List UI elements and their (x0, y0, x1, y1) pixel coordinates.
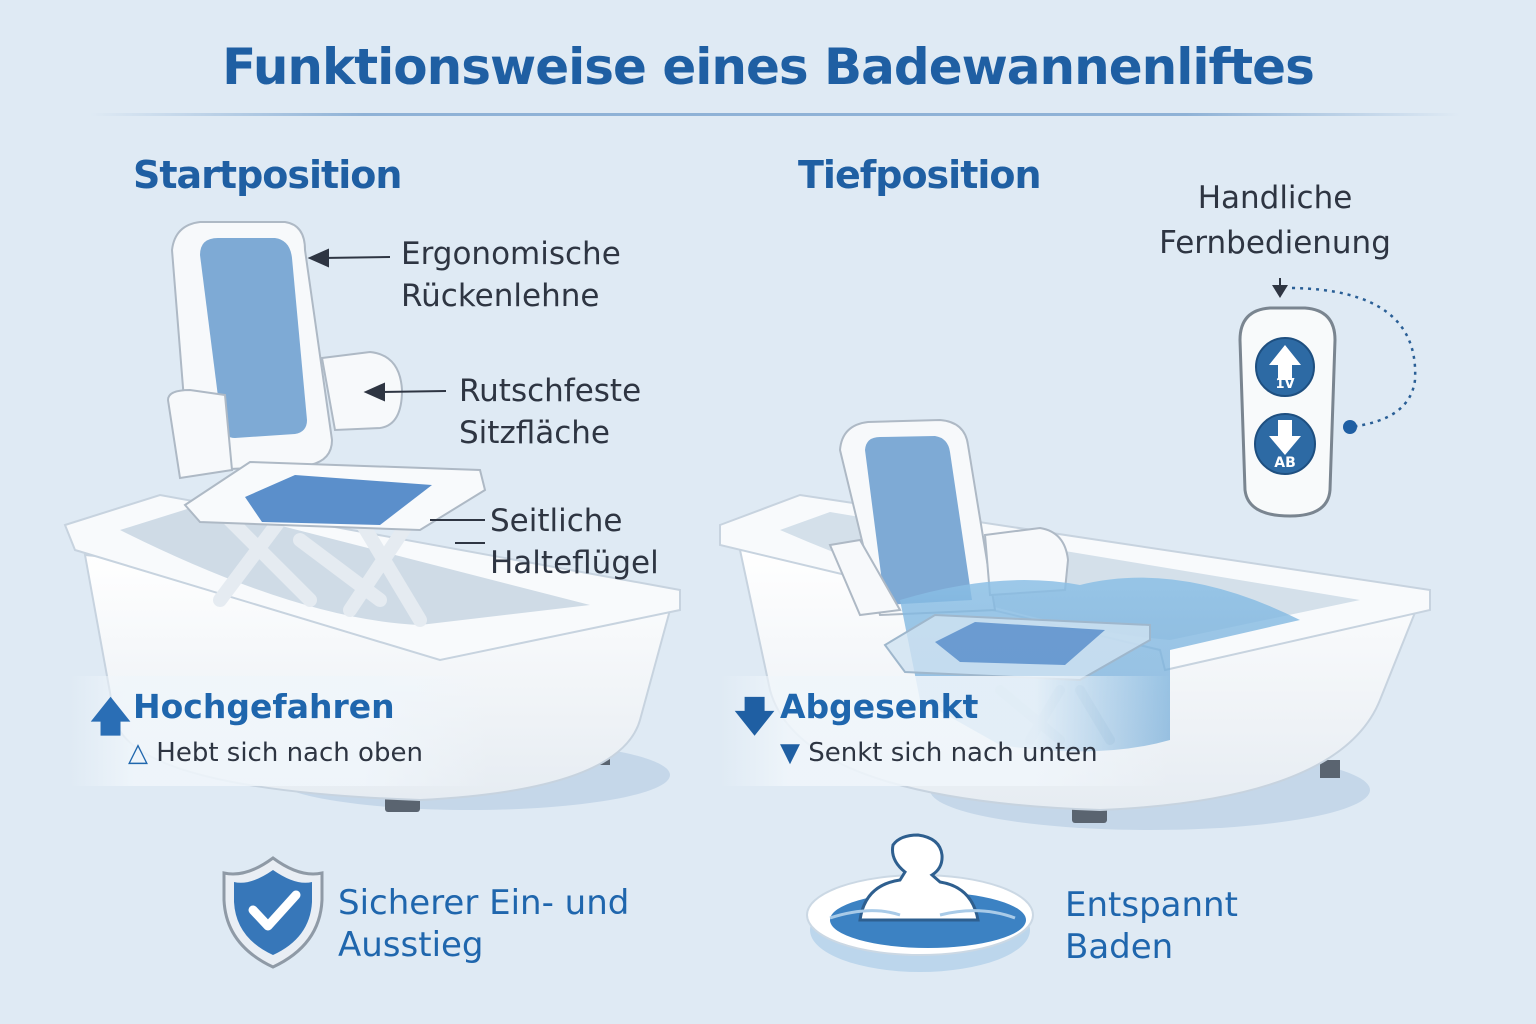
arrow-down-icon (1269, 420, 1301, 455)
person-bathing-icon (806, 833, 1034, 972)
bath-lift-chair-raised (166, 221, 487, 627)
label-line: Sitzfläche (459, 415, 611, 451)
submerged-seat (883, 613, 1151, 682)
status-band-raised (70, 676, 490, 786)
label-line: Seitliche (490, 503, 623, 539)
remote-control (1238, 278, 1417, 518)
benefit-line: Entspannt (1065, 885, 1238, 925)
triangle-up-icon: △ (128, 738, 148, 768)
remote-down-label: AB (1274, 455, 1296, 471)
page-title: Funktionsweise eines Badewannenliftes (222, 38, 1315, 96)
heading-start-position: Startposition (133, 153, 402, 197)
status-raised-title: Hochgefahren (133, 687, 395, 726)
label-remote: Handliche Fernbedienung (1150, 176, 1400, 266)
benefit-line: Baden (1065, 927, 1174, 967)
status-raised-sub-text: Hebt sich nach oben (156, 738, 423, 768)
arrow-up-icon: 🡅 (90, 694, 132, 740)
benefit-relaxed-bathing: Entspannt Baden (1065, 884, 1238, 968)
status-lowered-sub-text: Senkt sich nach unten (808, 738, 1098, 768)
remote-down-button[interactable] (1254, 413, 1316, 475)
status-raised-sub: △ Hebt sich nach oben (128, 738, 423, 768)
arrow-down-icon: 🡇 (734, 694, 776, 740)
label-backrest: Ergonomische Rückenlehne (401, 233, 621, 317)
label-line: Rückenlehne (401, 278, 600, 314)
remote-up-label: 1V (1275, 377, 1295, 392)
benefit-line: Ausstieg (338, 925, 484, 965)
label-line: Ergonomische (401, 236, 621, 272)
label-side-wings: Seitliche Halteflügel (490, 500, 659, 584)
remote-up-button[interactable] (1255, 337, 1315, 397)
label-line: Fernbedienung (1159, 225, 1391, 261)
shield-check-icon (222, 856, 324, 969)
label-line: Handliche (1197, 180, 1353, 216)
status-lowered-sub: ▼ Senkt sich nach unten (780, 738, 1098, 768)
label-line: Rutschfeste (459, 373, 642, 409)
title-divider (90, 113, 1460, 116)
benefit-line: Sicherer Ein- und (338, 883, 630, 923)
label-line: Halteflügel (490, 545, 659, 581)
status-band-lowered (720, 676, 1170, 786)
arrow-up-icon (1269, 345, 1301, 380)
heading-low-position: Tiefposition (798, 153, 1042, 197)
label-seat: Rutschfeste Sitzfläche (459, 370, 641, 454)
triangle-down-icon: ▼ (780, 738, 800, 768)
callout-lines (307, 248, 485, 544)
benefit-safe-entry: Sicherer Ein- und Ausstieg (338, 882, 629, 966)
status-lowered-title: Abgesenkt (780, 687, 979, 726)
